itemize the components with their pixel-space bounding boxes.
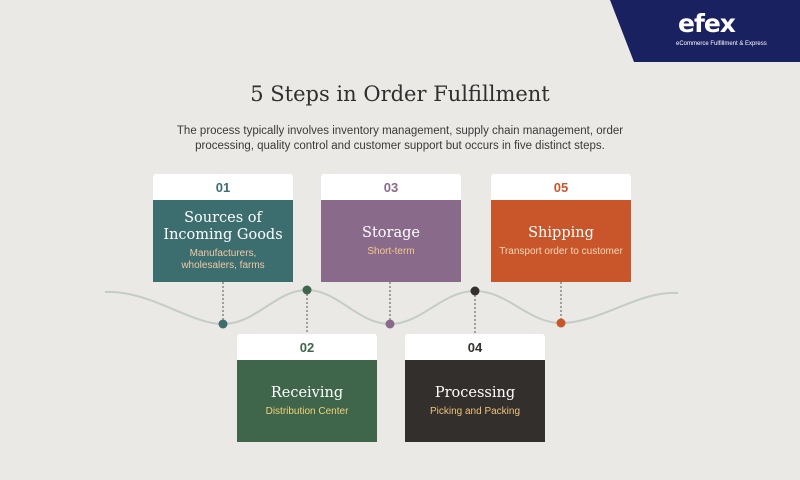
step-detail: Transport order to customer bbox=[499, 245, 623, 257]
step-title: Sources of Incoming Goods bbox=[163, 210, 283, 243]
step-card-01: 01 Sources of Incoming Goods Manufacture… bbox=[153, 174, 293, 282]
diagram-title: 5 Steps in Order Fulfillment bbox=[250, 82, 550, 106]
step-number: 01 bbox=[153, 174, 293, 200]
wave-line bbox=[104, 288, 679, 326]
logo-tagline: eCommerce Fulfillment & Express bbox=[676, 41, 767, 47]
step-body: Receiving Distribution Center bbox=[237, 360, 377, 442]
node-05 bbox=[556, 318, 566, 328]
step-body: Sources of Incoming Goods Manufacturers,… bbox=[153, 200, 293, 282]
step-detail: Short-term bbox=[367, 245, 415, 257]
step-number: 03 bbox=[321, 174, 461, 200]
step-card-05: 05 Shipping Transport order to customer bbox=[491, 174, 631, 282]
logo-wordmark: efex bbox=[678, 9, 736, 38]
step-title: Shipping bbox=[528, 224, 594, 241]
step-detail: Manufacturers, wholesalers, farms bbox=[181, 248, 265, 271]
brand-logo: efex eCommerce Fulfillment & Express bbox=[610, 0, 800, 62]
node-01 bbox=[218, 319, 228, 329]
step-body: Storage Short-term bbox=[321, 200, 461, 282]
step-card-02: 02 Receiving Distribution Center bbox=[237, 334, 377, 442]
step-number: 02 bbox=[237, 334, 377, 360]
node-04 bbox=[470, 286, 480, 296]
diagram-subtitle: The process typically involves inventory… bbox=[176, 125, 624, 152]
step-number: 05 bbox=[491, 174, 631, 200]
step-card-03: 03 Storage Short-term bbox=[321, 174, 461, 282]
step-title: Receiving bbox=[270, 384, 344, 401]
step-body: Shipping Transport order to customer bbox=[491, 200, 631, 282]
step-detail: Picking and Packing bbox=[429, 405, 521, 417]
logo-background bbox=[610, 0, 800, 62]
node-03 bbox=[385, 319, 395, 329]
step-body: Processing Picking and Packing bbox=[405, 360, 545, 442]
node-02 bbox=[302, 285, 312, 295]
step-number: 04 bbox=[405, 334, 545, 360]
step-title: Storage bbox=[362, 224, 420, 241]
step-title: Processing bbox=[434, 384, 516, 401]
step-card-04: 04 Processing Picking and Packing bbox=[405, 334, 545, 442]
step-detail: Distribution Center bbox=[265, 405, 349, 417]
